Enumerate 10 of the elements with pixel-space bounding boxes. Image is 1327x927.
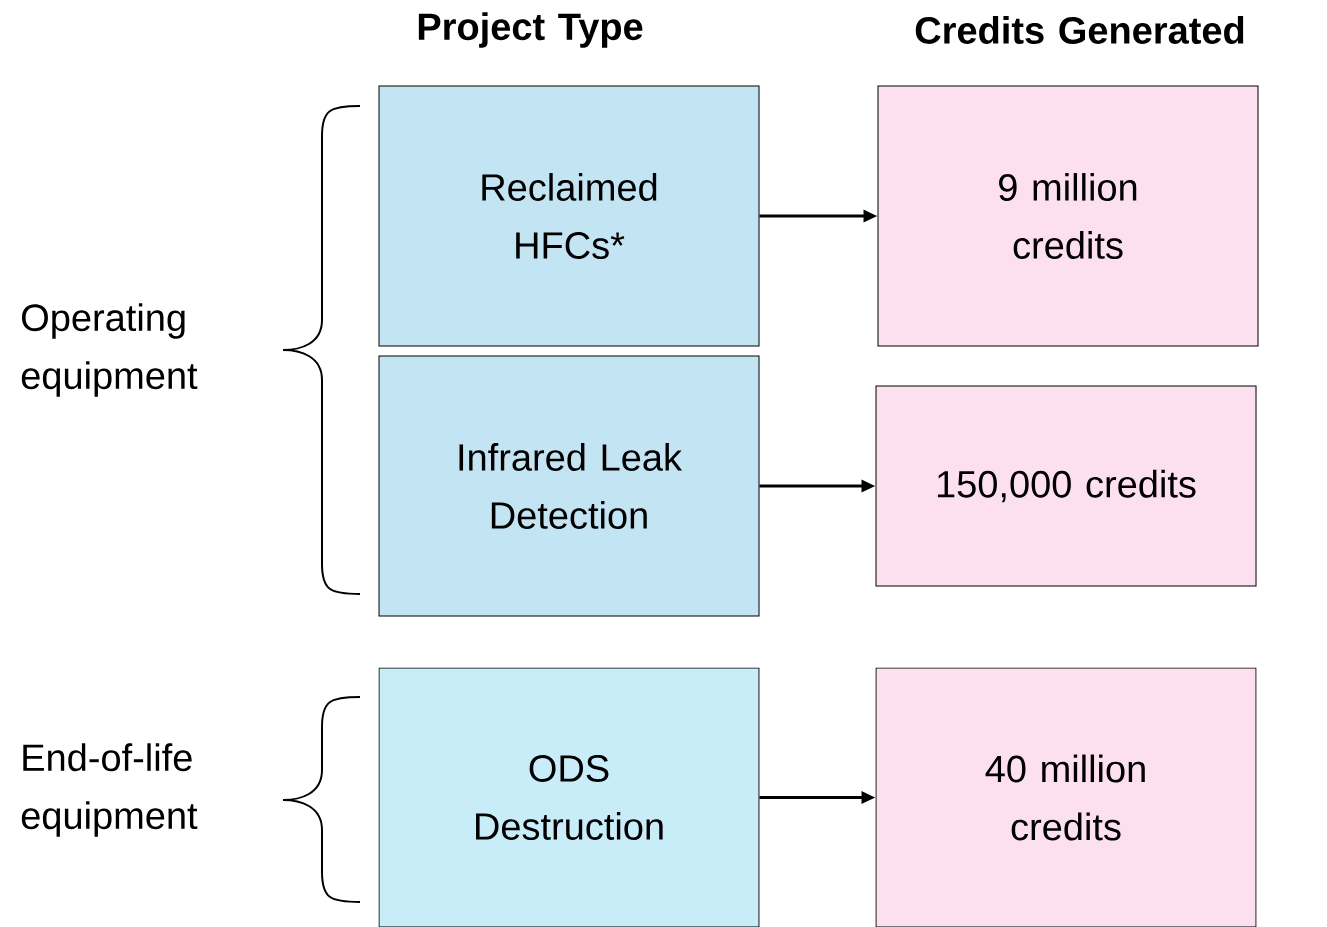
result-box: 9 million credits — [877, 85, 1259, 347]
process-box: ODS Destruction — [378, 667, 760, 927]
group-label: End-of-life equipment — [21, 743, 198, 837]
column-heading: Project Type — [418, 12, 643, 48]
group-label: Operating equipment — [21, 303, 198, 397]
result-box: 40 million credits — [875, 667, 1257, 927]
column-heading: Credits Generated — [915, 16, 1244, 44]
process-box: Infrared Leak Detection — [378, 355, 760, 617]
result-box: 150,000 credits — [875, 385, 1257, 587]
process-box: Reclaimed HFCs* — [378, 85, 760, 347]
